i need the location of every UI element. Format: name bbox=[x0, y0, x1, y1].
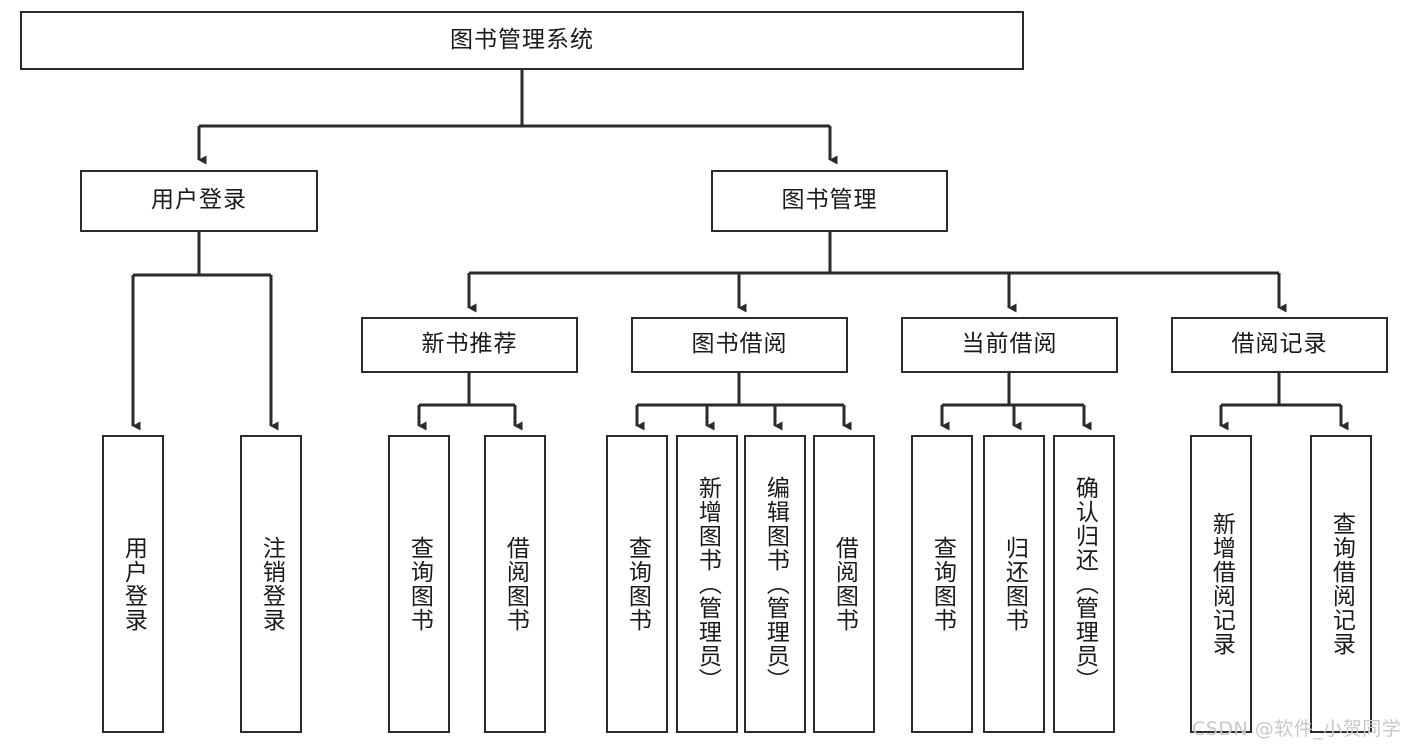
node-leaf-borrow-book-2[interactable]: 借阅图书 bbox=[813, 435, 875, 733]
node-book-borrow[interactable]: 图书借阅 bbox=[631, 317, 848, 373]
node-label: 新书推荐 bbox=[421, 331, 518, 358]
node-label: 归还图书 bbox=[1001, 536, 1028, 632]
node-label: 查询图书 bbox=[624, 536, 651, 632]
node-label: 借阅图书 bbox=[502, 536, 529, 632]
node-leaf-user-login[interactable]: 用户登录 bbox=[102, 435, 164, 733]
node-label: 图书借阅 bbox=[691, 331, 788, 358]
node-user-login[interactable]: 用户登录 bbox=[80, 170, 318, 232]
node-label: 当前借阅 bbox=[961, 331, 1058, 358]
node-leaf-edit-book-admin[interactable]: 编辑图书（管理员） bbox=[744, 435, 806, 733]
node-label: 新增图书（管理员） bbox=[694, 476, 721, 692]
node-new-book-recommend[interactable]: 新书推荐 bbox=[361, 317, 578, 373]
node-leaf-query-book-3[interactable]: 查询图书 bbox=[911, 435, 973, 733]
node-label: 编辑图书（管理员） bbox=[762, 476, 789, 692]
node-label: 查询图书 bbox=[929, 536, 956, 632]
node-label: 用户登录 bbox=[151, 187, 247, 214]
node-borrow-record[interactable]: 借阅记录 bbox=[1171, 317, 1388, 373]
node-label: 新增借阅记录 bbox=[1208, 512, 1235, 656]
node-label: 借阅图书 bbox=[831, 536, 858, 632]
node-label: 借阅记录 bbox=[1231, 331, 1328, 358]
node-label: 图书管理系统 bbox=[450, 26, 594, 53]
node-current-borrow[interactable]: 当前借阅 bbox=[901, 317, 1118, 373]
node-label: 图书管理 bbox=[781, 187, 878, 214]
node-leaf-return-book[interactable]: 归还图书 bbox=[983, 435, 1045, 733]
node-label: 查询图书 bbox=[406, 536, 433, 632]
node-book-management[interactable]: 图书管理 bbox=[711, 170, 948, 232]
node-leaf-add-borrow-record[interactable]: 新增借阅记录 bbox=[1190, 435, 1252, 733]
node-system-title[interactable]: 图书管理系统 bbox=[20, 11, 1024, 70]
node-label: 查询借阅记录 bbox=[1328, 512, 1355, 656]
node-leaf-add-book-admin[interactable]: 新增图书（管理员） bbox=[676, 435, 738, 733]
node-label: 注销登录 bbox=[258, 536, 285, 632]
node-leaf-borrow-book-1[interactable]: 借阅图书 bbox=[484, 435, 546, 733]
node-label: 用户登录 bbox=[120, 536, 147, 632]
node-leaf-query-borrow-record[interactable]: 查询借阅记录 bbox=[1310, 435, 1372, 733]
node-leaf-query-book-2[interactable]: 查询图书 bbox=[606, 435, 668, 733]
node-leaf-query-book-1[interactable]: 查询图书 bbox=[388, 435, 450, 733]
node-label: 确认归还（管理员） bbox=[1071, 476, 1098, 692]
csdn-watermark: CSDN @软件_小贺同学 bbox=[1192, 718, 1402, 740]
node-leaf-confirm-return-admin[interactable]: 确认归还（管理员） bbox=[1053, 435, 1115, 733]
node-leaf-logout-login[interactable]: 注销登录 bbox=[240, 435, 302, 733]
